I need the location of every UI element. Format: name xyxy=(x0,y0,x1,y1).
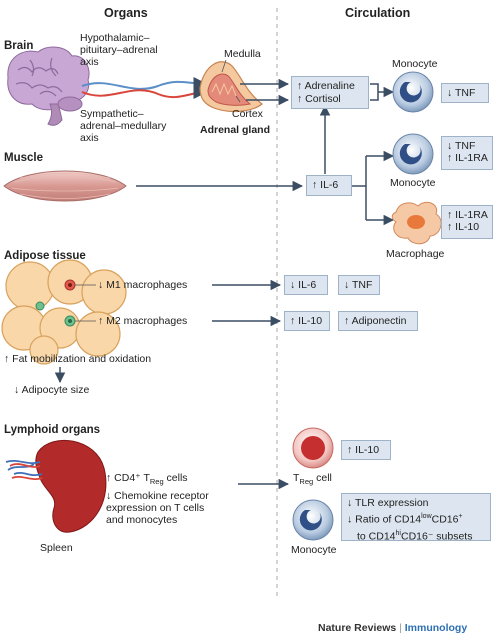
brain-illustration xyxy=(7,46,90,126)
macrophage-label: Macrophage xyxy=(386,248,445,260)
ratio-line-1: ↓ Ratio of CD14lowCD16+ xyxy=(347,513,463,526)
monocyte-1-effect: ↓ TNF xyxy=(441,83,489,103)
monocyte-1-label: Monocyte xyxy=(392,58,438,70)
lymphoid-title: Lymphoid organs xyxy=(4,424,101,436)
treg-cell xyxy=(292,427,334,469)
monocyte-3-label: Monocyte xyxy=(291,544,337,556)
m1-effect-tnf: ↓ TNF xyxy=(338,275,380,295)
treg-effect: ↑ IL-10 xyxy=(341,440,391,460)
muscle-illustration xyxy=(3,170,127,202)
m2-macrophages-label: ↑ M2 macrophages xyxy=(98,315,188,327)
fat-mobilization-label: ↑ Fat mobilization and oxidation xyxy=(4,353,152,365)
macrophage-effects: ↑ IL-1RA↑ IL-10 xyxy=(441,205,493,239)
brain-title: Brain xyxy=(4,40,34,52)
adrenaline-label: ↑ Adrenaline xyxy=(297,80,355,92)
treg-cell-label: TReg cell xyxy=(293,472,332,487)
adrenal-gland-illustration xyxy=(199,61,263,113)
m1-effect-il6: ↓ IL-6 xyxy=(284,275,328,295)
monocyte-cell-2 xyxy=(392,133,434,175)
m2-effect-il10: ↑ IL-10 xyxy=(284,311,330,331)
cortisol-label: ↑ Cortisol xyxy=(297,92,341,105)
adipose-illustration xyxy=(1,259,127,365)
ratio-line-2: to CD14hiCD16⁻ subsets xyxy=(357,529,473,543)
circulation-header: Circulation xyxy=(345,6,411,20)
monocyte-3-effects: ↓ TLR expression ↓ Ratio of CD14lowCD16+… xyxy=(341,493,491,543)
hormones-box: ↑ Adrenaline ↑ Cortisol xyxy=(291,76,369,109)
muscle-title: Muscle xyxy=(4,152,43,164)
hpa-axis-line xyxy=(81,76,208,91)
adrenal-gland-label: Adrenal gland xyxy=(200,124,271,136)
spleen-illustration xyxy=(5,439,107,533)
spleen-label: Spleen xyxy=(40,542,73,554)
organs-header: Organs xyxy=(104,6,148,20)
macrophage-cell xyxy=(391,201,442,245)
monocyte-2-label: Monocyte xyxy=(390,177,436,189)
monocyte-2-effects: ↓ TNF↑ IL-1RA xyxy=(441,136,493,170)
monocyte-cell-1 xyxy=(392,71,434,113)
adipose-title: Adipose tissue xyxy=(4,250,86,262)
adipocyte-size-label: ↓ Adipocyte size xyxy=(14,384,90,396)
m1-macrophages-label: ↓ M1 macrophages xyxy=(98,279,188,291)
tlr-expression: ↓ TLR expression xyxy=(347,497,429,509)
il6-box: ↑ IL-6 xyxy=(306,175,352,196)
cortex-label: Cortex xyxy=(232,108,263,120)
sam-axis-line xyxy=(81,85,208,100)
monocyte-cell-3 xyxy=(292,499,334,541)
treg-cells-label: ↑ CD4⁺ TReg cells xyxy=(106,472,188,487)
medulla-label: Medulla xyxy=(224,48,261,60)
m2-effect-adiponectin: ↑ Adiponectin xyxy=(338,311,418,331)
journal-footer: Nature Reviews | Immunology xyxy=(318,622,468,634)
